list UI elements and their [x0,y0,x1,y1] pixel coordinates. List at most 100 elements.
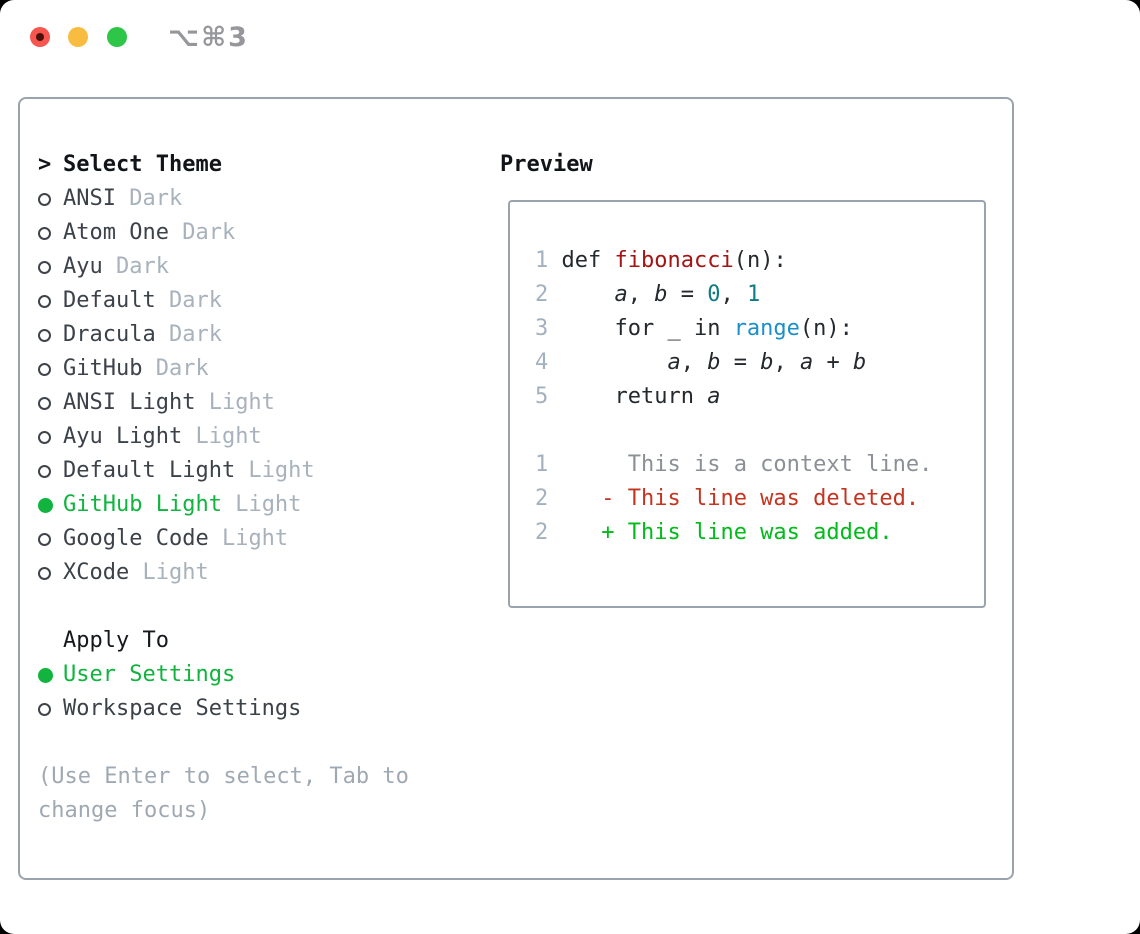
radio-circle [38,532,51,546]
code-token: 1 [535,248,562,273]
code-token: = [667,282,708,307]
code-line: 1 def fibonacci(n): [535,244,984,278]
theme-variant: Light [235,458,315,483]
code-token: This is a context line. [627,452,933,477]
radio-unselected-icon [38,362,63,376]
theme-variant: Dark [115,186,183,211]
theme-variant: Light [129,560,209,585]
theme-name: ANSI Light [63,390,196,415]
theme-name: Ayu Light [63,424,183,449]
minimize-button[interactable] [68,27,88,47]
zoom-button[interactable] [107,27,127,47]
select-theme-header: > Select Theme [38,148,478,182]
code-token: 2 [535,520,549,545]
preview-header: Preview [500,152,593,177]
diff-sample: 1 This is a context line.2 - This line w… [535,448,984,550]
theme-option-github[interactable]: GitHub Dark [38,352,478,386]
code-token: b [654,282,668,307]
code-token: (n): [799,316,853,341]
code-token: - [601,486,628,511]
radio-circle [38,702,51,716]
code-token [562,282,615,307]
code-token: This line was deleted. [627,486,920,511]
preview-pane: 1 def fibonacci(n): 2 a, b = 0, 1 3 for _ … [508,200,986,608]
code-token [562,350,668,375]
code-token: , [720,282,747,307]
theme-variant: Dark [155,322,222,347]
theme-option-ayu[interactable]: Ayu Dark [38,250,478,284]
theme-option-ayu-light[interactable]: Ayu Light Light [38,420,478,454]
code-token: This line was added. [627,520,893,545]
radio-circle [38,362,51,376]
radio-unselected-icon [38,702,63,716]
code-token: a [614,282,628,307]
theme-name: Dracula [63,322,156,347]
apply-to-header-label: Apply To [63,628,169,653]
code-token [548,452,627,477]
radio-circle [38,464,51,478]
close-modified-dot-icon [36,33,44,41]
theme-name: Google Code [63,526,209,551]
theme-option-default-light[interactable]: Default Light Light [38,454,478,488]
radio-unselected-icon [38,226,63,240]
code-token: 1 [535,452,549,477]
radio-circle [38,192,51,206]
window-title: ⌥⌘3 [168,22,249,53]
theme-option-ansi[interactable]: ANSI Dark [38,182,478,216]
radio-circle [38,497,53,513]
theme-name: ANSI [63,186,116,211]
theme-option-ansi-light[interactable]: ANSI Light Light [38,386,478,420]
code-token: 1 [746,282,761,307]
theme-option-atom-one[interactable]: Atom One Dark [38,216,478,250]
radio-circle [38,667,53,683]
theme-option-xcode[interactable]: XCode Light [38,556,478,590]
keyboard-hint: (Use Enter to select, Tab to change focu… [38,760,478,828]
keyboard-hint-line-1: (Use Enter to select, Tab to [38,764,409,789]
code-token: (n): [733,248,787,273]
title-bar: ⌥⌘3 [0,0,1140,74]
radio-circle [38,430,51,444]
code-token: return [561,384,708,409]
theme-option-github-light[interactable]: GitHub Light Light [38,488,478,522]
code-token: , [680,350,708,375]
keyboard-hint-line-2: change focus) [38,798,211,823]
apply-option-user-settings[interactable]: User Settings [38,658,478,692]
code-token: , [773,350,800,375]
apply-to-header: Apply To [38,624,478,658]
radio-unselected-icon [38,396,63,410]
code-token: 0 [707,282,721,307]
code-token: 3 [535,316,562,341]
theme-name: Default Light [63,458,236,483]
select-theme-header-label: Select Theme [63,152,222,177]
apply-option-workspace-settings[interactable]: Workspace Settings [38,692,478,726]
theme-option-default[interactable]: Default Dark [38,284,478,318]
theme-name: Atom One [63,220,169,245]
diff-line: 1 This is a context line. [535,448,984,482]
theme-variant: Dark [168,220,236,245]
code-token: a [707,384,721,409]
radio-unselected-icon [38,532,63,546]
theme-option-google-code[interactable]: Google Code Light [38,522,478,556]
radio-unselected-icon [38,294,63,308]
close-button[interactable] [30,27,50,47]
code-token [548,486,601,511]
theme-option-dracula[interactable]: Dracula Dark [38,318,478,352]
radio-unselected-icon [38,192,63,206]
diff-line: 2 - This line was deleted. [535,482,984,516]
code-token [548,520,601,545]
code-token: b [852,350,867,375]
radio-unselected-icon [38,430,63,444]
code-token: = [720,350,761,375]
theme-name: XCode [63,560,130,585]
radio-circle [38,294,51,308]
code-token: for _ in [561,316,734,341]
theme-variant: Dark [102,254,169,279]
radio-circle [38,260,51,274]
radio-circle [38,226,51,240]
code-token: fibonacci [614,248,734,273]
code-line: 4 a, b = b, a + b [535,346,984,380]
